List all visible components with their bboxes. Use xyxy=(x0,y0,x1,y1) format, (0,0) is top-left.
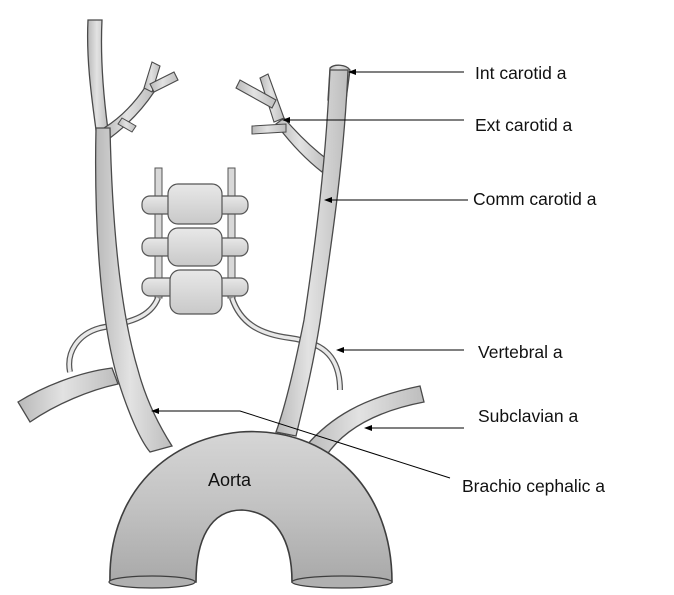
label-ext-carotid-text: Ext carotid a xyxy=(475,115,573,135)
right-carotid-tree xyxy=(236,65,350,436)
label-vertebral-text: Vertebral a xyxy=(478,342,563,362)
aortic-arch xyxy=(109,432,392,588)
left-subclavian-branch xyxy=(18,368,118,422)
right-subclavian xyxy=(306,386,424,456)
label-aorta: Aorta xyxy=(208,470,252,490)
vertebral-column xyxy=(142,168,248,314)
label-int-carotid-text: Int carotid a xyxy=(475,63,567,83)
label-subclavian-text: Subclavian a xyxy=(478,406,578,426)
label-comm-carotid-text: Comm carotid a xyxy=(473,189,597,209)
label-comm-carotid: Comm carotid a xyxy=(324,189,597,209)
label-int-carotid: Int carotid a xyxy=(348,63,567,83)
label-subclavian: Subclavian a xyxy=(364,406,578,431)
label-brachiocephalic-text: Brachio cephalic a xyxy=(462,476,605,496)
label-vertebral: Vertebral a xyxy=(336,342,563,362)
